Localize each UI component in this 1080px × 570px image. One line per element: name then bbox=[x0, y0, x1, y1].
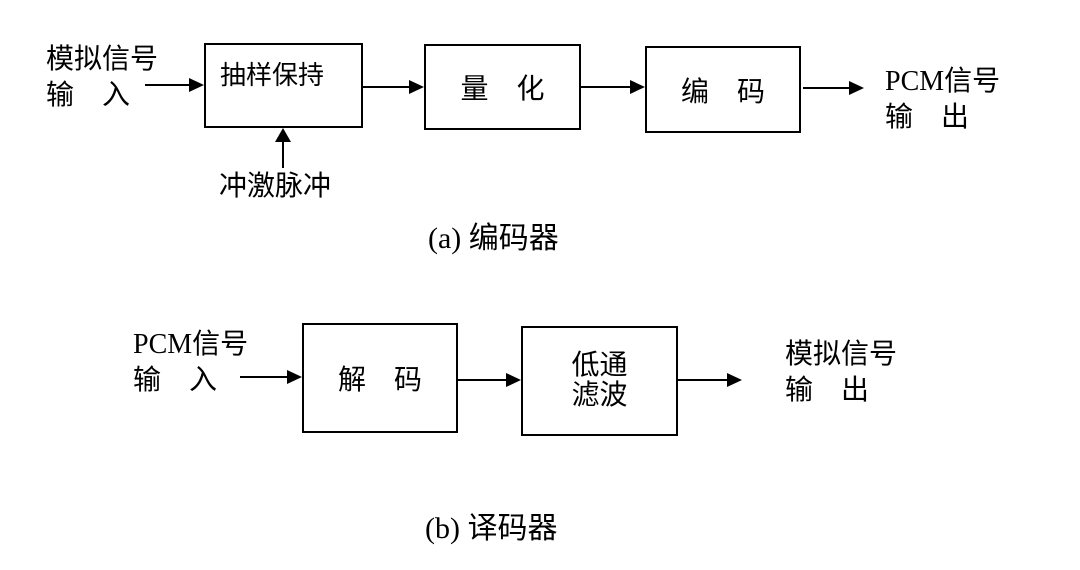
block-decode-label: 解 码 bbox=[337, 365, 422, 396]
block-encode: 编 码 bbox=[645, 46, 801, 133]
label-impulse-pulse: 冲激脉冲 bbox=[219, 169, 331, 205]
label-pcm-signal-output: PCM信号 输 出 bbox=[885, 64, 1000, 136]
label-analog-signal-input-line1: 模拟信号 bbox=[46, 44, 159, 75]
arrow-shaft bbox=[145, 84, 191, 86]
arrow-decode-to-lowpass bbox=[458, 373, 521, 387]
label-pcm-signal-input: PCM信号 输 入 bbox=[133, 327, 248, 399]
caption-decoder: (b) 译码器 bbox=[425, 512, 558, 545]
arrow-head-icon bbox=[287, 370, 302, 384]
arrow-head-icon bbox=[506, 373, 521, 387]
block-quantize-label: 量 化 bbox=[460, 74, 545, 105]
arrow-head-icon bbox=[630, 80, 645, 94]
arrow-decoder-output bbox=[678, 373, 742, 387]
label-analog-signal-input: 模拟信号 输 入 bbox=[46, 42, 158, 114]
arrow-shaft bbox=[803, 87, 851, 89]
block-quantize: 量 化 bbox=[424, 44, 581, 130]
block-lowpass-filter: 低通 滤波 bbox=[521, 326, 678, 436]
label-pcm-signal-input-line2: 输 入 bbox=[133, 365, 218, 396]
arrow-head-icon bbox=[409, 80, 424, 94]
caption-encoder: (a) 编码器 bbox=[428, 222, 559, 255]
arrow-shaft bbox=[363, 86, 411, 88]
arrow-shaft bbox=[581, 86, 632, 88]
block-lowpass-filter-label: 低通 滤波 bbox=[571, 351, 627, 411]
block-decode: 解 码 bbox=[302, 323, 458, 433]
arrow-head-icon bbox=[275, 128, 291, 142]
arrow-decoder-input bbox=[240, 370, 302, 384]
block-lowpass-filter-line2: 滤波 bbox=[571, 380, 628, 411]
block-encode-label: 编 码 bbox=[680, 76, 765, 108]
label-pcm-signal-input-line1: PCM信号 bbox=[133, 329, 249, 360]
label-pcm-signal-output-line1: PCM信号 bbox=[885, 66, 1001, 97]
label-analog-signal-output: 模拟信号 输 出 bbox=[785, 337, 897, 409]
arrow-shaft bbox=[282, 140, 284, 168]
arrow-encoder-output bbox=[803, 81, 864, 95]
arrow-head-icon bbox=[189, 78, 204, 92]
arrow-encoder-input bbox=[145, 78, 204, 92]
block-sample-hold-label: 抽样保持 bbox=[220, 61, 325, 90]
label-analog-signal-output-line1: 模拟信号 bbox=[785, 339, 898, 370]
block-sample-hold: 抽样保持 bbox=[204, 43, 363, 128]
arrow-quantize-to-encode bbox=[581, 80, 645, 94]
arrow-head-icon bbox=[849, 81, 864, 95]
label-pcm-signal-output-line2: 输 出 bbox=[885, 102, 970, 133]
label-analog-signal-input-line2: 输 入 bbox=[46, 80, 131, 111]
arrow-impulse-up bbox=[275, 128, 291, 168]
label-analog-signal-output-line2: 输 出 bbox=[785, 375, 870, 406]
arrow-shaft bbox=[240, 376, 289, 378]
arrow-head-icon bbox=[727, 373, 742, 387]
block-lowpass-filter-line1: 低通 bbox=[571, 350, 628, 381]
label-impulse-pulse-text: 冲激脉冲 bbox=[219, 171, 332, 202]
arrow-shaft bbox=[678, 379, 729, 381]
arrow-shaft bbox=[458, 379, 508, 381]
arrow-sample-to-quantize bbox=[363, 80, 424, 94]
